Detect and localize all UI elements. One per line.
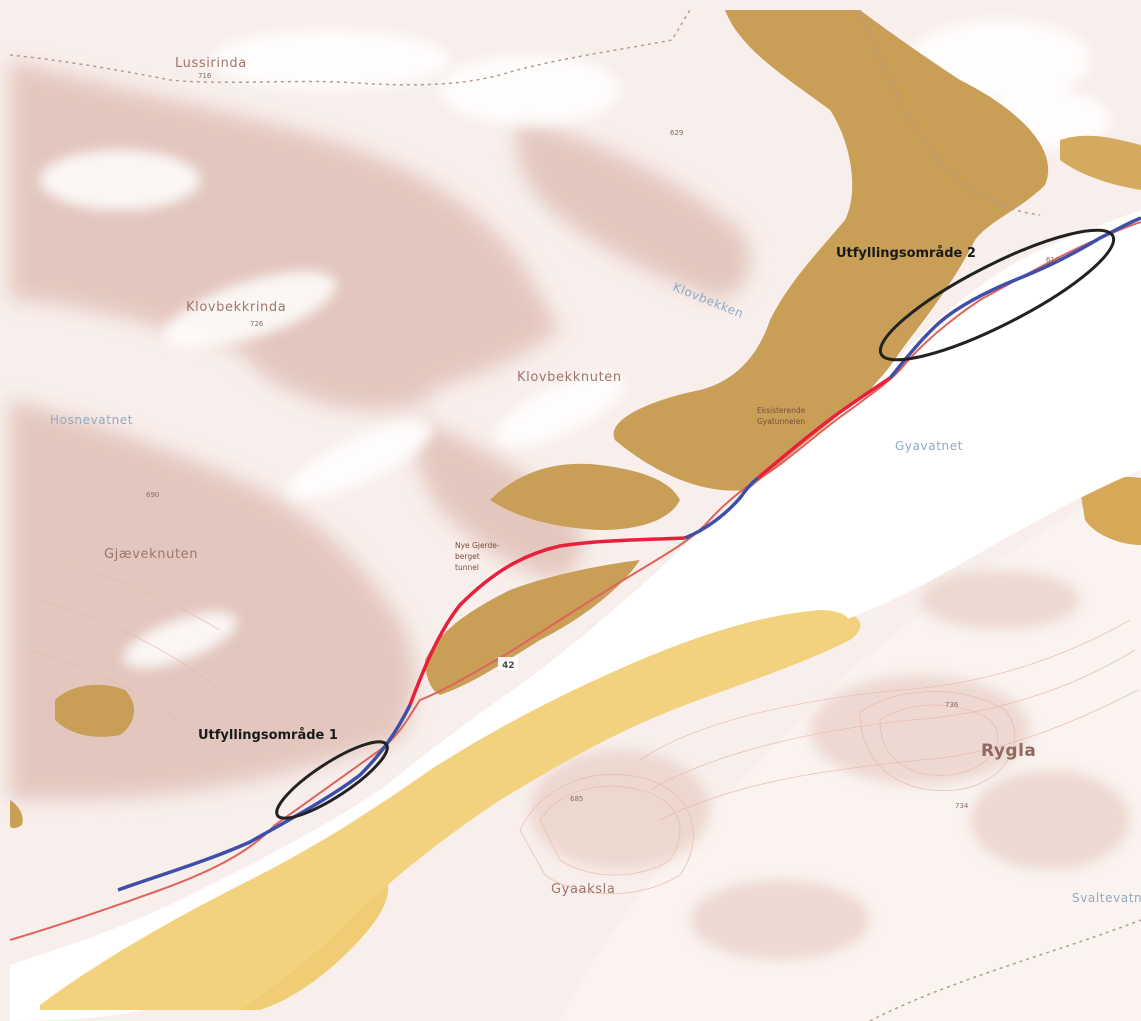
spot-height-rygla-a: 736 (945, 701, 959, 709)
forest-light-shore (40, 610, 851, 1010)
spot-height-gjaeveknuten: 690 (146, 491, 159, 499)
forest-dark-mid (490, 463, 680, 530)
label-klovbekknuten: Klovbekknuten (517, 370, 622, 385)
spot-height-klovbekkrinda: 726 (250, 320, 264, 328)
label-klovbekkrinda: Klovbekkrinda (186, 300, 286, 315)
label-gjaeveknuten: Gjæveknuten (104, 547, 198, 562)
label-existing-tunnel-line1: Eksisterende (757, 406, 806, 415)
forest-dark-east (1080, 476, 1141, 545)
label-filling-area-2: Utfyllingsområde 2 (836, 246, 976, 261)
filling-area-2-ellipse[interactable] (868, 209, 1127, 380)
label-lussirinda: Lussirinda (175, 56, 247, 71)
label-filling-area-1: Utfyllingsområde 1 (198, 728, 338, 743)
forest-dark-west (55, 684, 135, 737)
road-existing-mid (684, 476, 760, 540)
road-new-gyatunnelen (756, 376, 891, 480)
label-svaltevatnet: Svaltevatne (1072, 891, 1141, 905)
label-rygla: Rygla (981, 741, 1036, 761)
filling-area-1-ellipse[interactable] (268, 730, 396, 829)
forest-dark-edge (10, 800, 23, 829)
label-existing-tunnel-line2: Gyatunnelen (757, 417, 805, 426)
spot-height-north: 629 (670, 129, 683, 137)
label-gyavatnet: Gyavatnet (895, 439, 963, 453)
road-number-badge (498, 657, 518, 670)
label-hosnevatnet: Hosnevatnet (50, 413, 133, 427)
spot-height-rygla-b: 734 (955, 802, 969, 810)
road-number-label: 42 (502, 661, 515, 671)
label-new-tunnel-line2: berget (455, 552, 480, 561)
spot-height-area2: 614 (1046, 256, 1060, 264)
forest-dark-northeast-2 (1060, 135, 1141, 190)
relief-highlights (40, 20, 1110, 668)
contour-lines (29, 559, 1139, 895)
forest-dark-lower (425, 560, 640, 695)
road-new-gjerdeberget-tunnel (408, 536, 686, 706)
label-new-tunnel-line1: Nye Gjerde- (455, 541, 500, 550)
label-gyaaksla: Gyaaksla (551, 882, 615, 897)
admin-boundaries (9, 9, 1141, 1021)
spot-height-gyaaksla: 685 (570, 795, 583, 803)
spot-height-lussirinda: 716 (198, 72, 212, 80)
label-new-tunnel-line3: tunnel (455, 563, 479, 572)
forest-dark-northeast (613, 10, 1049, 491)
lake-gyavatnet[interactable] (10, 210, 1141, 1021)
southeast-relief (530, 570, 1130, 960)
